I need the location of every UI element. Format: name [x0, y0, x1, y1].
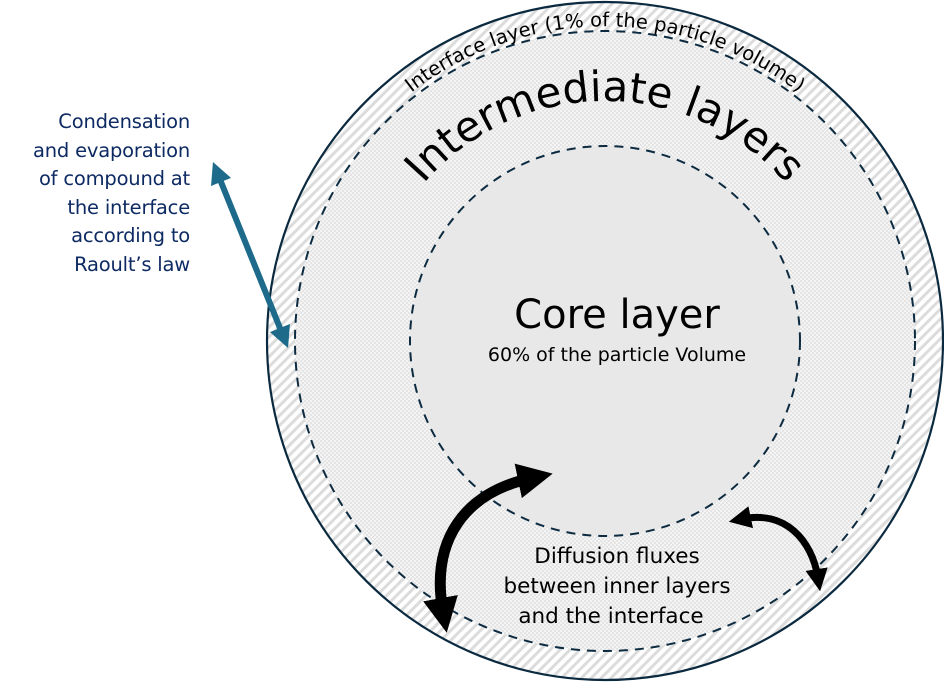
exchange-arrow-icon	[211, 161, 290, 349]
side-note-line: of compound at	[38, 167, 190, 190]
core-volume-label: 60% of the particle Volume	[488, 344, 746, 366]
diffusion-arrow-small-icon	[728, 506, 828, 592]
side-note-line: Condensation	[58, 110, 190, 133]
diffusion-arrow-large-icon	[423, 463, 553, 633]
diffusion-label-line: and the interface	[518, 604, 703, 629]
diffusion-label-line: between inner layers	[503, 574, 730, 599]
side-note-line: Raoult’s law	[74, 252, 190, 276]
side-note-line: the interface	[67, 195, 190, 219]
core-boundary-dashed	[409, 145, 801, 537]
diffusion-label: Diffusion fluxes between inner layers an…	[503, 544, 730, 629]
interface-boundary-dashed	[294, 30, 916, 652]
diffusion-label-line: Diffusion fluxes	[534, 544, 699, 569]
condensation-evaporation-note: Condensation and evaporation of compound…	[0, 108, 190, 279]
side-note-line: and evaporation	[33, 138, 190, 162]
side-note-line: according to	[71, 224, 190, 247]
core-layer-label: Core layer	[514, 292, 720, 338]
core-layer	[409, 145, 801, 537]
core-layer-fill	[410, 146, 800, 536]
